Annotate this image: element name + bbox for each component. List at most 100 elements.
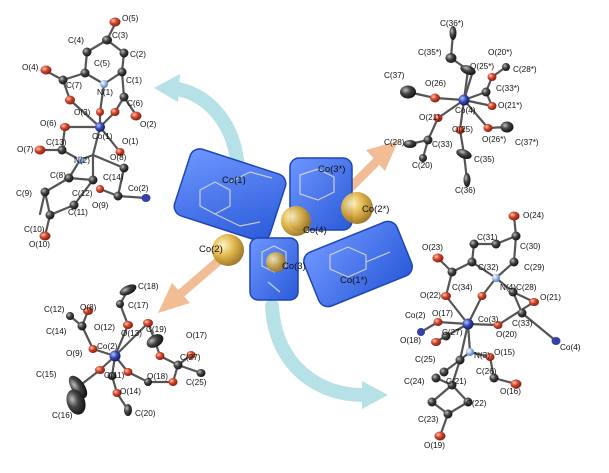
label-co3s: Co(3*): [318, 164, 345, 175]
atom-label: C(17): [128, 301, 149, 310]
gold-sphere-co2s: [341, 192, 373, 224]
atom-label: O(17): [186, 331, 207, 340]
atom-label: C(12): [72, 189, 93, 198]
atom-label: C(22): [466, 399, 487, 408]
gold-sphere-co2: [212, 234, 244, 266]
atom-label: O(6): [40, 119, 57, 128]
atom-label: O(8): [110, 153, 127, 162]
atom-label: C(32): [478, 263, 499, 272]
atom-label: C(12): [44, 305, 65, 314]
bottom-left-structure: C(18) C(17) C(12) O(8) C(14) O(12) O(13)…: [36, 282, 207, 420]
atom-label: C(36): [455, 186, 476, 195]
atom-label: C(9): [16, 189, 32, 198]
atom-label: Co(2): [128, 184, 149, 193]
atom-label: Co(4): [455, 106, 476, 115]
atom-label: N(3): [474, 351, 490, 360]
central-cluster: Co(1) Co(3*) Co(2*) Co(4) Co(2) Co(3) Co…: [173, 148, 413, 308]
atom-label: C(29): [524, 263, 545, 272]
atom-label: C(2): [130, 50, 146, 59]
atom-label: C(18): [138, 282, 159, 291]
atom-label: C(3): [112, 31, 128, 40]
atom-label: C(35): [474, 155, 495, 164]
atom-label: C(28*): [513, 65, 537, 74]
label-co2s: Co(2*): [362, 204, 389, 215]
atom-label: C(7): [66, 81, 82, 90]
atom-label: C(37*): [515, 138, 539, 147]
atom-label: C(14): [46, 327, 67, 336]
atom-label: C(33): [432, 140, 453, 149]
atom-label: C(20): [412, 161, 433, 170]
label-co1: Co(1): [222, 175, 246, 186]
atom-label: C(10): [24, 225, 45, 234]
peach-arrow-left: [158, 254, 225, 313]
atom-label: O(10): [29, 240, 50, 249]
atom-label: O(20*): [488, 48, 512, 57]
gold-sphere-co3: [266, 252, 286, 272]
atom-label: C(30): [520, 242, 541, 251]
atom-label: N(4): [500, 283, 516, 292]
atom-label: C(28): [516, 283, 537, 292]
top-right-structure: C(36*) C(35*) O(20*) C(37) O(26) O(25*) …: [384, 19, 539, 195]
gold-sphere-co4: [281, 206, 311, 236]
label-co4: Co(4): [303, 225, 327, 236]
atom-label: O(24): [523, 211, 544, 220]
atom-label: C(31): [477, 233, 498, 242]
atom-label: O(19): [424, 441, 445, 450]
atom-label: C(33*): [496, 84, 520, 93]
atom-label: C(35*): [418, 48, 442, 57]
atom-label: O(8): [80, 303, 97, 312]
label-co2: Co(2): [199, 244, 223, 255]
atom-label: C(8): [50, 171, 66, 180]
atom-label: Co(3): [478, 315, 499, 324]
atom-label: O(21): [540, 293, 561, 302]
atom-label: C(1): [126, 76, 142, 85]
atom-label: C(11): [68, 208, 88, 217]
atom-label: O(25*): [470, 62, 494, 71]
atom-label: C(20): [135, 409, 156, 418]
atom-label: O(13): [121, 329, 142, 338]
atom-label: O(5): [122, 14, 139, 23]
atom-label: O(9): [92, 201, 109, 210]
atom-label: O(12): [94, 323, 115, 332]
atom-label: C(16): [52, 411, 73, 420]
atom-label: O(21*): [498, 101, 522, 110]
label-co3: Co(3): [282, 261, 306, 272]
atom-label: O(18): [147, 372, 168, 381]
atom-label: C(27): [442, 328, 463, 337]
atom-label: C(13): [46, 138, 67, 147]
atom-label: N(1): [97, 88, 113, 97]
atom-label: O(25): [452, 125, 473, 134]
atom-label: O(23): [422, 243, 443, 252]
bottom-right-structure: O(24) O(23) C(31) C(30) C(32) C(29) C(34…: [400, 211, 581, 450]
atom-label: C(5): [94, 59, 110, 68]
teal-arrow-top: [154, 74, 245, 177]
atom-label: Co(2): [405, 311, 426, 320]
atom-label: O(22): [420, 291, 441, 300]
atom-label: C(34): [452, 283, 473, 292]
atom-label: O(3): [74, 108, 91, 117]
atom-label: O(1): [122, 137, 139, 146]
atom-label: C(33): [512, 319, 533, 328]
atom-label: O(14): [120, 387, 141, 396]
atom-label: C(37): [384, 71, 405, 80]
atom-label: O(15): [494, 348, 515, 357]
atom-label: C(28): [384, 138, 405, 147]
atom-label: C(25): [186, 378, 207, 387]
atom-label: C(27): [180, 353, 201, 362]
atom-label: C(21): [446, 377, 467, 386]
atom-label: C(25): [415, 355, 436, 364]
atom-label: Co(4): [560, 343, 581, 352]
atom-label: O(16): [500, 387, 521, 396]
atom-label: O(4): [22, 63, 39, 72]
atom-label: C(26): [476, 367, 497, 376]
atom-label: C(14): [103, 173, 124, 182]
atom-label: O(18): [400, 336, 421, 345]
block-co1s: [303, 220, 413, 308]
atom-label: N(2): [74, 156, 90, 165]
atom-label: O(26*): [482, 135, 506, 144]
atom-label: O(9): [66, 349, 83, 358]
atom-label: Co(2): [97, 342, 118, 351]
atom-label: O(7): [17, 145, 34, 154]
atom-label: Co(1): [92, 132, 113, 141]
